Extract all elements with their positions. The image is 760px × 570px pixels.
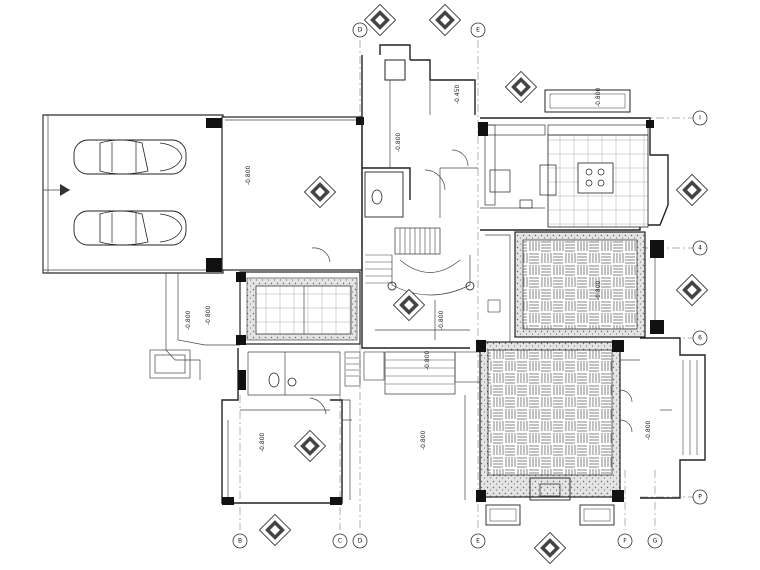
level-label: -0.800: [424, 350, 431, 370]
bedroom-wing: -0.800: [221, 348, 352, 505]
diamond-marker-icon: [675, 273, 709, 307]
north-stair: -0.800 -0.450: [361, 44, 478, 240]
level-label: -0.800: [438, 310, 445, 330]
level-label: -0.800: [595, 280, 602, 300]
diamond-marker-icon: [293, 429, 327, 463]
diamond-marker-icon: [428, 3, 462, 37]
garage-room: -0.800: [221, 116, 364, 271]
diamond-marker-icon: [533, 531, 567, 565]
level-label: -0.800: [205, 305, 212, 325]
diamond-marker-icon: [363, 3, 397, 37]
bathroom: [236, 271, 361, 345]
garage: [42, 114, 224, 274]
level-label: -0.800: [259, 432, 266, 452]
car-icon: [73, 210, 187, 246]
grid-bubble-icon: [332, 533, 348, 549]
level-label: -0.800: [395, 132, 402, 152]
level-label: -0.800: [185, 310, 192, 330]
grid-bubble-icon: [352, 22, 368, 38]
grid-bubble-icon: [692, 240, 708, 256]
grid-bubble-icon: [352, 533, 368, 549]
level-label: -0.800: [420, 430, 427, 450]
grid-bubble-icon: [692, 110, 708, 126]
level-label: -0.800: [645, 420, 652, 440]
grid-label: P: [698, 494, 702, 501]
terrace: -0.800: [640, 337, 706, 499]
grid-bubble-icon: [692, 489, 708, 505]
level-label: -0.800: [245, 165, 252, 185]
grid-label: E: [476, 27, 480, 34]
grid-label: D: [358, 538, 363, 545]
grid-bubble-icon: [692, 330, 708, 346]
level-label: -0.450: [454, 84, 461, 104]
grid-label: C: [338, 538, 342, 545]
grid-bubble-icon: [470, 533, 486, 549]
grid-label: E: [476, 538, 480, 545]
exterior-path: -0.800 -0.800: [149, 273, 240, 380]
diamond-marker-icon: [258, 513, 292, 547]
grid-label: F: [623, 538, 627, 545]
grid-label: 4: [698, 245, 702, 252]
grid-bubbles-top: D E: [352, 22, 486, 38]
grid-label: D: [358, 27, 363, 34]
diamond-marker-icon: [675, 173, 709, 207]
grid-bubble-icon: [617, 533, 633, 549]
dining-hall: [476, 340, 640, 502]
grid-bubbles-right: I 4 6 P: [692, 110, 708, 505]
grid-bubble-icon: [232, 533, 248, 549]
corridor: -0.800 -0.800: [344, 350, 481, 500]
bottom-decks: [485, 504, 615, 526]
car-icon: [73, 139, 187, 175]
living-room: -0.800: [514, 173, 709, 338]
grid-bubble-icon: [470, 22, 486, 38]
grid-bubble-icon: [647, 533, 663, 549]
diamond-marker-icon: [504, 70, 538, 104]
grid-label: I: [699, 115, 701, 122]
level-label: -0.800: [595, 87, 602, 107]
grid-label: G: [653, 538, 658, 545]
central-hall: -0.800: [311, 227, 511, 349]
kitchen: -0.800: [478, 70, 669, 231]
grid-label: 6: [698, 335, 702, 342]
grid-bubbles-bottom: B C D E F G: [232, 533, 663, 549]
grid-label: B: [238, 538, 242, 545]
